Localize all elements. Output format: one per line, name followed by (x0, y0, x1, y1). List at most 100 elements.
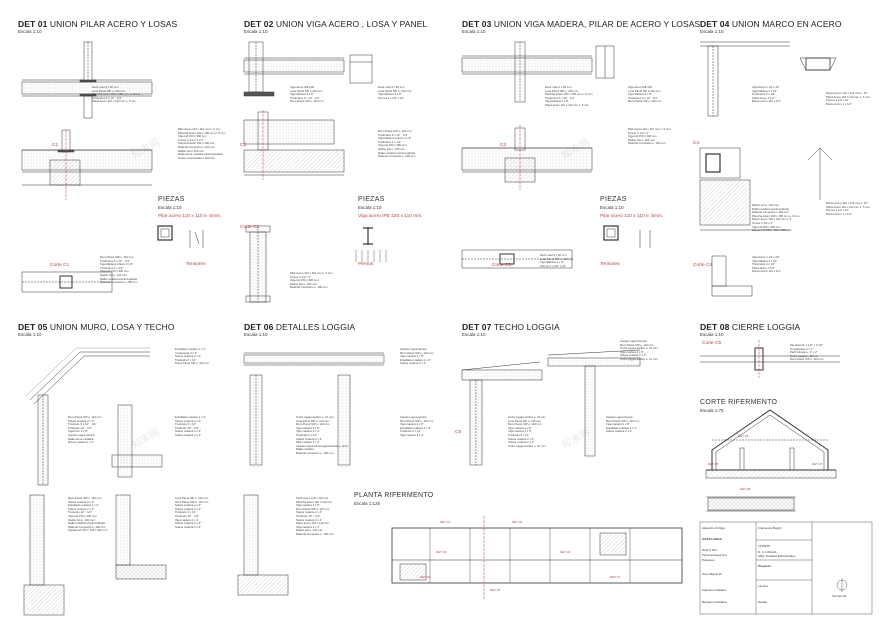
note-line: Viga Pino 2 x 8" (68, 429, 88, 434)
planta-rifermento-title: PLANTA RIFERMENTO (354, 492, 434, 499)
note-line: Muro Panel SIP e. 110 mm (378, 129, 412, 133)
note-line: Solera madera 2 x 4" (296, 510, 323, 515)
note-line: Muro Panel SIP e. 110 mm (628, 99, 662, 104)
corte-rifermento-scale: Escala 1:75 (700, 408, 724, 413)
note-line: Malla acma metalica electrosoldada (178, 152, 223, 157)
note-line: Viga madera 2 x 8" (620, 349, 644, 354)
note-line: Techo loggia acrilico e. 10 mm (296, 415, 334, 419)
tb-sheet-desc: ARQ. Detalles Estructurales (758, 554, 796, 558)
planta-tag-det01: DET 01 (440, 520, 451, 524)
piezas-2-title: PIEZAS (358, 196, 385, 203)
note-line: Viga madera 2 x 8" (296, 425, 320, 430)
marker-c5: C5 (455, 430, 462, 435)
label-corte-c4: Corte C4 (693, 263, 713, 268)
note-line: Material Compacto e. 100 mm (68, 524, 106, 529)
note-line: Placa Acero 1 1/2" (752, 265, 775, 270)
note-line: Malla metalica electrosoldada (378, 150, 415, 155)
note-line: Tirafondos 6 x 12" , 1/4" (628, 95, 658, 100)
note-line: Viga madera 2 x 4" (175, 517, 199, 522)
note-line: Tirafondo 12" - 1/4" (296, 513, 320, 518)
note-line: Viga madera 2 x 8" (400, 422, 424, 427)
note-line: Viga HA 150 x 300 mm (290, 278, 319, 283)
note-line: Solera madera 2 x 4" (508, 440, 535, 445)
note-line: Viga HA 150 x 300 mm (752, 224, 781, 229)
note-line: Marco Acero 1 x 1/2" (826, 101, 852, 106)
det02-scale: Escala 1:10 (244, 29, 268, 34)
note-line: Radier HA e. 100 mm (68, 517, 95, 522)
note-line: Losa Panel SIP e. 210 mm (540, 256, 574, 261)
note-line: Muro Panel SIP e. 110 mm (296, 506, 330, 511)
note-line: Tirafondos 6 x 12" , 1/4" (92, 95, 122, 100)
note-line: Tirafondo 12" - 1/4" (68, 510, 92, 515)
corte-tag-det03: DET 03 (738, 434, 749, 438)
notes-det04-corte: Viga Acero 1 1/2 x 10"Viga Madera 2 x 10… (752, 255, 781, 274)
det05-number: DET 05 (18, 322, 48, 332)
det03-number: DET 03 (462, 19, 492, 29)
label-corte-c3: Corte C3 (492, 263, 512, 268)
tb-commune: Pelequen (702, 558, 715, 562)
corte-rifermento-drawing (705, 409, 837, 512)
note-line: Malla acma metalica (68, 436, 94, 441)
note-line: Tensor 3 1/2 x 3" (290, 274, 311, 279)
tb-address: Ruta 5 S/N (702, 548, 717, 552)
det06-heading: DET 06 DETALLES LOGGIA (244, 322, 355, 332)
planta-tag-det06: DET 06 (490, 588, 501, 592)
note-line: Marco Acero 110 x 1/2" (752, 269, 781, 274)
tb-address-2: Panamericana Sur (702, 553, 727, 557)
note-line: Placa Acero 110 x 110 mm e. 5 mm (826, 204, 870, 209)
note-line: Viga HA 150 x 300 mm (178, 134, 207, 139)
note-line: Muro Panel SIP e. 110 mm (296, 422, 330, 427)
corte-tag-det05: DET 05 (708, 462, 719, 466)
note-line: Plancha Acero 150 x 150 mm e. 8 mm (178, 130, 226, 135)
note-line: Viga Madera 2 x 8" (290, 92, 314, 97)
note-line: Perfil acero 110 x 110 mm (296, 496, 329, 500)
note-line: Solera madera 2 x 4" (296, 517, 323, 522)
note-line: Tirafondos 6 x 12" , 1/4" (100, 258, 130, 263)
tb-note: Ver lamina (832, 594, 847, 598)
note-line: Solera madera 2 x 4" (296, 436, 323, 441)
planta-rifermento-scale: Escala 1:125 (354, 501, 381, 506)
det03-drawing (461, 41, 651, 269)
det03-title: UNION VIGA MADERA, PILAR DE ACERO Y LOSA… (493, 19, 701, 29)
note-line: Radier HA e. 100 mm (752, 203, 779, 207)
det02-heading: DET 02 UNION VIGA ACERO , LOSA Y PANEL (244, 19, 427, 29)
tb-person-1: Jose Miguel M. (702, 572, 723, 576)
note-line: Viga Madera 2 x 10" (752, 258, 778, 263)
note-line: Losa Panel SIP e 210 mm (290, 88, 323, 93)
det08-title: CIERRE LOGGIA (731, 322, 801, 332)
note-line: Solera madera 2 x 4" (620, 353, 647, 358)
corte-tag-det07: DET 07 (812, 462, 823, 466)
det07-scale: Escala 1:10 (462, 332, 486, 337)
det06-scale: Escala 1:10 (244, 332, 268, 337)
note-line: Solera madera 2 x 4" (175, 432, 202, 437)
marker-c1: C1 (52, 143, 59, 148)
note-line: Techo loggia acrilico e. 10 mm (508, 443, 546, 448)
note-line: Tirafondo 6 x 12" , 1/4" (68, 422, 97, 427)
note-line: Tirafondo 12" - 1/4" (68, 425, 92, 430)
tb-author: Alejandro Zuñiga (702, 526, 725, 530)
note-line: Material Compacto e. 100 mm (296, 450, 334, 455)
piezas-1-title: PIEZAS (158, 196, 185, 203)
note-line: Radier HA e 100 mm (178, 148, 204, 153)
note-line: Solera madera 2 x 4" (175, 354, 202, 359)
note-line: Panel Panel SIP e. 110 mm (175, 361, 210, 366)
notes-det04-right: Marco Acero 110 x 110 mm e. 10"Placa Ace… (826, 91, 870, 106)
note-line: Losa Panel SIP e. 210 mm (545, 88, 579, 93)
notes-det05-slab: Entablado madera 1 x 4"Solera madera 2 x… (175, 415, 206, 438)
note-line: Pilar Acero 110 x 110 mm e. 5 mm (628, 127, 671, 131)
note-line: Muro Panel SIP e. 110 mm (400, 418, 434, 423)
note-line: Pie derecho 1 1/2" x 3 1/2" (790, 343, 824, 347)
note-line: Deck mad 4 x 60 mm (92, 85, 119, 89)
note-line: Material Compacto e 100 mm (752, 210, 789, 215)
det08-drawing (700, 340, 840, 378)
note-line: Pilar Acero 110 x 110 mm e. 5 mm (178, 127, 221, 131)
note-line: Placa Acero 110 x 110 mm e. 5 mm (92, 99, 136, 104)
note-line: Plancha Acero 150 x 150 mm e. 8 mm (752, 213, 800, 218)
note-line: Marco Acero 110 x 110 mm e. 5 (752, 217, 792, 222)
note-line: Muro Panel SIP e. 110 mm (290, 99, 324, 104)
